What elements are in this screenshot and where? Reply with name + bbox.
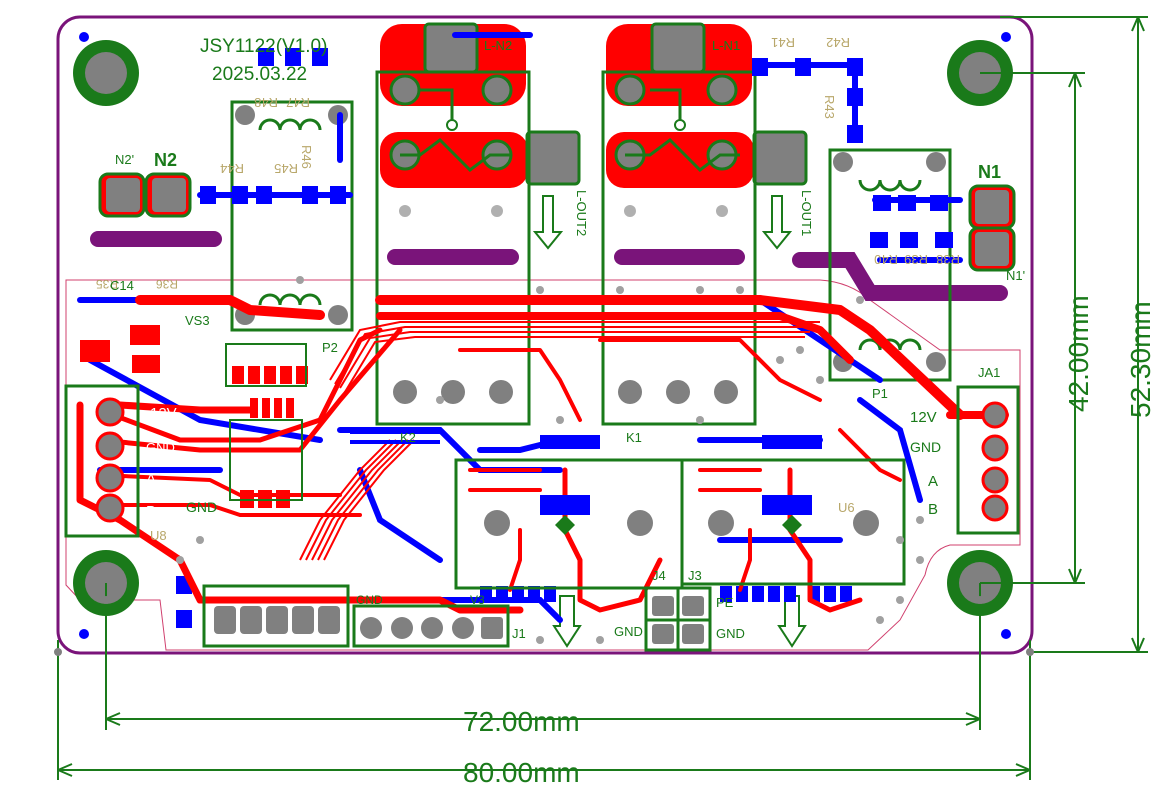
label-ws1: WS1	[250, 450, 278, 465]
label-r40: R40	[874, 252, 898, 267]
label-gnd-left2: GND	[186, 499, 217, 515]
label-p2: P2	[322, 340, 338, 355]
label-r47: R47	[286, 95, 310, 110]
dim-80mm: 80.00mm	[463, 757, 580, 788]
relay-mount-holes	[399, 205, 728, 217]
vias	[79, 32, 1011, 644]
label-gnd-j1: GND	[356, 593, 383, 607]
label-k2: K2	[400, 430, 416, 445]
label-r41: R41	[771, 35, 795, 50]
label-r45: R45	[274, 161, 298, 176]
right-header-ja1	[956, 385, 1020, 535]
relay-outlines	[375, 70, 757, 426]
module-markers	[555, 515, 802, 535]
label-r48: R48	[254, 95, 278, 110]
dim-42mm: 42.00mm	[1063, 295, 1094, 412]
label-n2p: N2'	[115, 152, 134, 167]
board-inner-outline	[65, 279, 1021, 651]
label-r35: R35	[96, 277, 118, 291]
label-r46: R46	[299, 145, 314, 169]
label-v3: V3	[470, 593, 485, 607]
label-ja1: JA1	[978, 365, 1000, 380]
label-n1: N1	[978, 162, 1001, 182]
dimension-lines	[57, 16, 1148, 780]
signal-trace-bundle	[299, 321, 820, 561]
label-n1p: N1'	[1006, 268, 1025, 283]
label-j1: J1	[512, 626, 526, 641]
left-header	[64, 384, 140, 538]
label-b-right: B	[928, 501, 938, 518]
label-k1: K1	[626, 430, 642, 445]
label-r42: R42	[826, 35, 850, 50]
label-b-left: B	[146, 503, 156, 520]
label-12v-right: 12V	[910, 409, 937, 426]
label-l-out2: L-OUT2	[574, 190, 589, 236]
board-date: 2025.03.22	[212, 64, 307, 85]
label-n2: N2	[154, 150, 177, 170]
dim-52mm: 52.30mm	[1125, 301, 1156, 418]
label-a-left: A	[146, 471, 156, 488]
label-l-n1: L-N1	[712, 38, 740, 53]
dimension-endpoints	[54, 596, 1034, 656]
dim-72mm: 72.00mm	[463, 706, 580, 737]
label-r44: R44	[220, 161, 244, 176]
label-u6: U6	[838, 500, 855, 515]
module-outlines	[202, 343, 906, 652]
label-pe: PE	[716, 595, 734, 610]
label-gnd-left: GND	[146, 440, 175, 455]
label-gnd-right: GND	[910, 439, 941, 455]
label-a-right: A	[928, 473, 938, 490]
label-r39: R39	[904, 252, 928, 267]
label-gnd-j3: GND	[716, 626, 745, 641]
label-r38: R38	[936, 252, 960, 267]
label-u8: U8	[150, 528, 167, 543]
label-gnd-j4: GND	[614, 624, 643, 639]
label-l-n2: L-N2	[484, 38, 512, 53]
keepout-slots	[90, 231, 1008, 301]
ic-pins	[350, 428, 812, 515]
label-j3: J3	[688, 568, 702, 583]
label-r43: R43	[822, 95, 837, 119]
n-connectors	[98, 172, 1016, 272]
transformer-outlines	[230, 100, 952, 382]
label-c14: C14	[110, 278, 134, 293]
module-pads	[214, 380, 879, 644]
label-l-out1: L-OUT1	[799, 190, 814, 236]
bottom-smd-pads	[176, 48, 953, 628]
top-smd-pads	[80, 325, 308, 508]
label-j4: J4	[652, 568, 666, 583]
down-arrow-icon	[532, 195, 807, 648]
label-12v-left: 12V	[150, 405, 177, 422]
label-vs3: VS3	[185, 313, 210, 328]
board-outline	[56, 15, 1034, 655]
label-r36: R36	[156, 277, 178, 291]
board-title: JSY1122(V1.0)	[200, 36, 327, 57]
label-p1: P1	[872, 386, 888, 401]
